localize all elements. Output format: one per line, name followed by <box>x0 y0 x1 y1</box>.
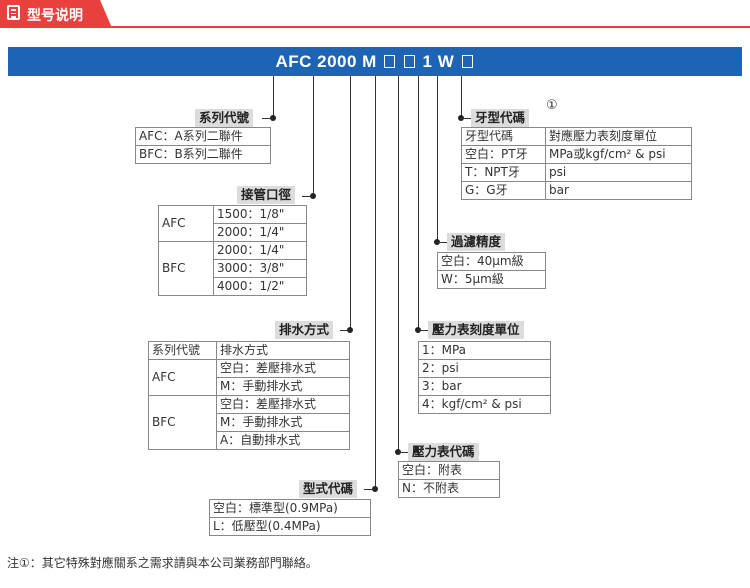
connector-dot <box>372 486 378 492</box>
port-group-name: BFC <box>158 241 214 296</box>
footnote-mark: ① <box>546 98 558 113</box>
port-label: 接管口徑 <box>237 186 296 204</box>
gauge-code-label: 壓力表代碼 <box>408 443 479 461</box>
series-label: 系列代號 <box>195 109 254 127</box>
connector-gauge-code <box>398 76 399 452</box>
filter-table: 空白：40μm級 W：5μm級 <box>437 252 546 289</box>
drain-option: M：手動排水式 <box>216 413 350 432</box>
model-label: 型式代碼 <box>299 480 358 498</box>
filter-tick <box>437 242 447 243</box>
connector-dot <box>270 115 276 121</box>
connector-dot <box>347 327 353 333</box>
placeholder-box <box>461 55 473 68</box>
port-size: 2000：1/4" <box>213 223 307 242</box>
model-code-prefix: AFC 2000 M <box>275 52 377 71</box>
port-table: AFC 1500：1/8" 2000：1/4" BFC 2000：1/4" 30… <box>158 205 307 296</box>
connector-thread <box>461 76 462 118</box>
thread-cell: 空白：PT牙 <box>461 145 546 164</box>
footnote: 注①：其它特殊對應關系之需求請與本公司業務部門聯絡。 <box>7 556 318 570</box>
gauge-code-table: 空白：附表 N：不附表 <box>398 461 500 498</box>
gauge-code-row: N：不附表 <box>398 479 500 498</box>
model-code-mid: 1 W <box>422 52 455 71</box>
port-tick <box>302 196 313 197</box>
filter-row: W：5μm級 <box>437 270 546 289</box>
thread-cell: psi <box>545 163 692 182</box>
connector-series <box>273 76 274 118</box>
drain-head: 排水方式 <box>216 341 350 360</box>
document-icon <box>7 5 20 20</box>
connector-drain <box>350 76 351 330</box>
connector-filter <box>437 76 438 242</box>
drain-group-name: BFC <box>148 395 217 450</box>
thread-cell: bar <box>545 181 692 200</box>
model-tick <box>364 489 375 490</box>
series-tick <box>262 118 273 119</box>
drain-head: 系列代號 <box>148 341 217 360</box>
gauge-unit-table: 1：MPa 2：psi 3：bar 4：kgf/cm² & psi <box>418 341 551 414</box>
series-row: BFC：B系列二聯件 <box>135 145 271 164</box>
model-row: 空白：標準型(0.9MPa) <box>209 499 371 518</box>
thread-cell: MPa或kgf/cm² & psi <box>545 145 692 164</box>
gauge-unit-row: 3：bar <box>418 377 551 396</box>
gauge-unit-tick <box>418 330 428 331</box>
drain-option: 空白：差壓排水式 <box>216 359 350 378</box>
series-row: AFC：A系列二聯件 <box>135 127 271 146</box>
connector-model <box>375 76 376 489</box>
placeholder-box <box>384 55 396 68</box>
header-underline <box>0 26 750 28</box>
thread-cell: G：G牙 <box>461 181 546 200</box>
drain-option: M：手動排水式 <box>216 377 350 396</box>
drain-group-name: AFC <box>148 359 217 396</box>
gauge-unit-row: 4：kgf/cm² & psi <box>418 395 551 414</box>
drain-option: A：自動排水式 <box>216 431 350 450</box>
placeholder-box <box>404 55 416 68</box>
drain-table: 系列代號 排水方式 AFC 空白：差壓排水式 M：手動排水式 BFC 空白：差壓… <box>148 341 350 450</box>
model-table: 空白：標準型(0.9MPa) L：低壓型(0.4MPa) <box>209 499 371 536</box>
port-group-name: AFC <box>158 205 214 242</box>
gauge-code-row: 空白：附表 <box>398 461 500 480</box>
series-table: AFC：A系列二聯件 BFC：B系列二聯件 <box>135 127 271 164</box>
drain-option: 空白：差壓排水式 <box>216 395 350 414</box>
port-size: 2000：1/4" <box>213 241 307 260</box>
model-code: AFC 2000 M 1 W <box>8 47 742 76</box>
thread-table: 牙型代碼 對應壓力表刻度單位 空白：PT牙 MPa或kgf/cm² & psi … <box>461 127 692 200</box>
model-row: L：低壓型(0.4MPa) <box>209 517 371 536</box>
port-size: 4000：1/2" <box>213 277 307 296</box>
thread-tick <box>461 118 471 119</box>
port-size: 1500：1/8" <box>213 205 307 224</box>
connector-port <box>313 76 314 196</box>
gauge-unit-row: 2：psi <box>418 359 551 378</box>
model-code-banner: AFC 2000 M 1 W <box>8 47 742 76</box>
gauge-unit-row: 1：MPa <box>418 341 551 360</box>
port-size: 3000：3/8" <box>213 259 307 278</box>
connector-dot <box>310 193 316 199</box>
drain-tick <box>340 330 350 331</box>
thread-label: 牙型代碼 <box>471 109 530 127</box>
filter-label: 過濾精度 <box>447 233 506 251</box>
thread-cell: 牙型代碼 <box>461 127 546 146</box>
drain-label: 排水方式 <box>275 321 334 339</box>
filter-row: 空白：40μm級 <box>437 252 546 271</box>
connector-gauge-unit <box>418 76 419 330</box>
header-title: 型号说明 <box>27 8 83 24</box>
gauge-code-tick <box>398 452 408 453</box>
gauge-unit-label: 壓力表刻度單位 <box>428 321 524 339</box>
thread-cell: T：NPT牙 <box>461 163 546 182</box>
thread-cell: 對應壓力表刻度單位 <box>545 127 692 146</box>
section-header: 型号说明 <box>0 0 750 30</box>
